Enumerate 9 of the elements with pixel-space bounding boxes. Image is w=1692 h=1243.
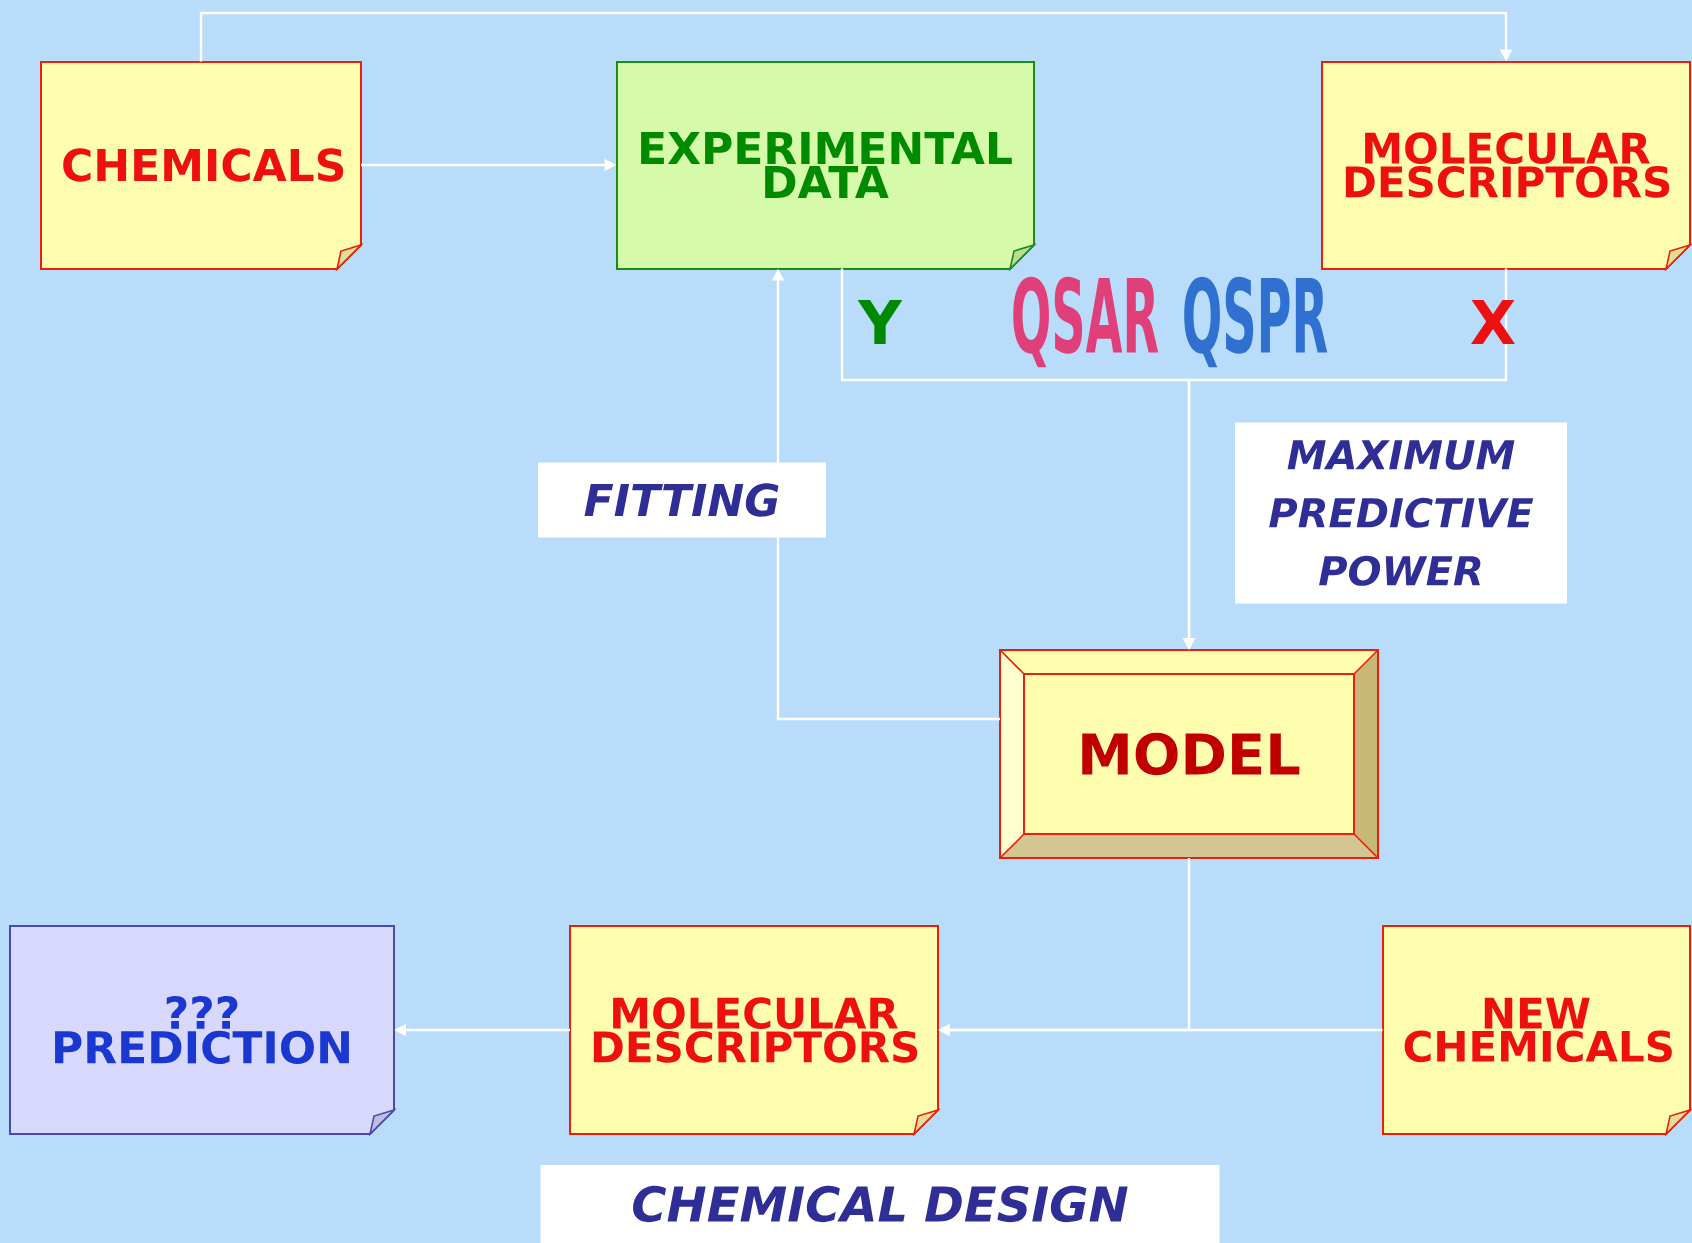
- method-name: QSAR: [1013, 276, 1159, 368]
- heading-box: CHEMICAL DESIGN: [540, 1165, 1220, 1243]
- method-name: QSPR: [1184, 276, 1328, 368]
- note-box: MAXIMUM PREDICTIVE POWER: [1235, 422, 1567, 604]
- arrow: [199, 11, 1513, 62]
- axis-letter: X: [1471, 300, 1515, 344]
- model-box: MODEL: [999, 649, 1379, 859]
- axis-letter: Y: [857, 300, 903, 344]
- edge-label: FITTING: [538, 462, 826, 538]
